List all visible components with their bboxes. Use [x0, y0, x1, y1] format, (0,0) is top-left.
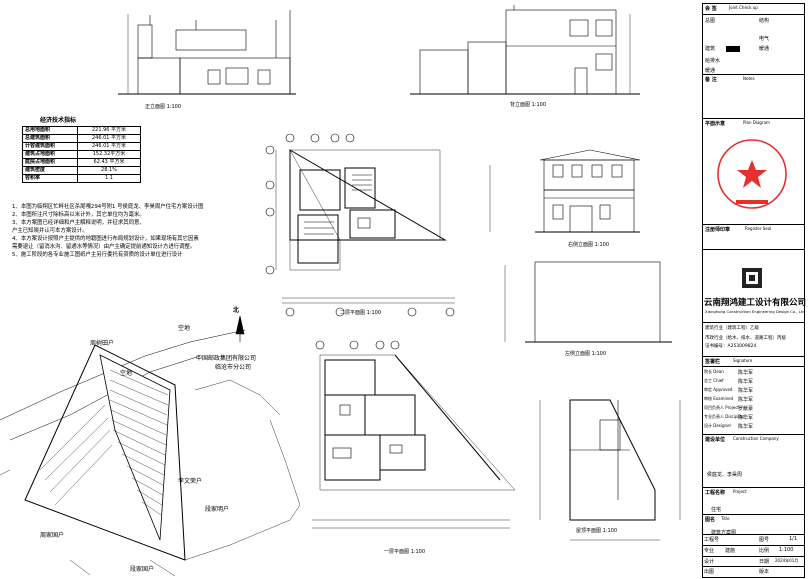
site-plan: [0, 315, 301, 577]
right-elevation-caption: 右侧立面图 1:100: [568, 242, 609, 248]
company-name: 云南翔鸿建工设计有限公司: [704, 298, 807, 308]
back-elevation-caption: 背立面图 1:100: [510, 102, 546, 108]
site-org-2: 临沧市分公司: [215, 364, 252, 371]
note-line: 需要退让（留消水沟、留通水等情况）由户主确定提前通知设计方进行调整。: [12, 244, 196, 250]
roof-plan-caption: 屋顶平面图 1:100: [576, 528, 617, 534]
site-label: 段家明户: [205, 506, 230, 513]
note-line: 户主已知晓并认可本方案设计。: [12, 228, 88, 234]
note-line: 2、本图所注尺寸除标高以米计外，其它单位均为毫米。: [12, 212, 145, 218]
tb-register-seal: 注册师印章: [705, 227, 731, 233]
tb-client: 侯庭龙、李昊周: [707, 472, 743, 478]
company-seal: [717, 139, 787, 209]
floor1-plan: [312, 340, 516, 529]
note-line: 5、施工阶段的各专业施工图纸户主另行委托有资质的设计单位进行设计: [12, 252, 183, 258]
site-label: 段家国户: [130, 566, 155, 573]
tb-he-en: Joint Check up: [729, 5, 758, 10]
site-org: 中国邮政集团有限公司: [196, 355, 257, 362]
floor2-plan: [265, 133, 455, 317]
note-line: 1、本图为临翔区忙畔社区杀尾嘎294号附1 号侯庭龙、李昊周户住宅方案设计图: [12, 204, 204, 210]
tb-client-label: 建设单位: [705, 437, 726, 443]
title-block: 会 签 Joint Check up 总图 结构 给排水 暖通 电气 建筑 暖通…: [702, 3, 805, 578]
design-notes: 1、本图为临翔区忙畔社区杀尾嘎294号附1 号侯庭龙、李昊周户住宅方案设计图 2…: [12, 203, 274, 259]
site-label: 空地: [178, 325, 191, 332]
front-elevation: [118, 10, 296, 95]
tb-drawing: 建筑方案图: [711, 530, 737, 536]
tb-signature: 签署栏: [705, 359, 721, 365]
company-logo: [742, 268, 762, 288]
left-elevation: [504, 261, 672, 343]
floor1-caption: 一层平面图 1:100: [384, 549, 425, 555]
tb-plan-diagram: 平面示意: [705, 121, 726, 127]
company-en: Xianghong Construction Engineering Desig…: [705, 309, 805, 314]
left-elevation-caption: 左侧立面图 1:100: [565, 351, 606, 357]
tb-beizhu: 备 注: [705, 77, 717, 83]
site-label: 周家国户: [40, 532, 65, 539]
back-elevation: [410, 5, 640, 95]
tb-project: 住宅: [711, 507, 722, 513]
site-label: 李文荣户: [178, 478, 203, 485]
site-label: 空地: [120, 370, 133, 377]
note-line: 3、本方案图已经详细和户主解释说明，并征求其同意，: [12, 220, 145, 226]
roof-plan: [539, 399, 681, 541]
front-elevation-caption: 正立面图 1:100: [145, 104, 181, 110]
tb-he: 会 签: [705, 6, 717, 12]
north-label: 北: [233, 307, 240, 314]
floor2-caption: 二层平面图 1:100: [340, 310, 381, 316]
site-label: 周树田户: [90, 340, 115, 347]
econ-title: 经济技术指标: [40, 117, 77, 124]
note-line: 4、本方案设计按照户主提供的地籍图进行布局规划设计，如果现场有其它因素: [12, 236, 199, 242]
right-elevation: [489, 149, 641, 233]
